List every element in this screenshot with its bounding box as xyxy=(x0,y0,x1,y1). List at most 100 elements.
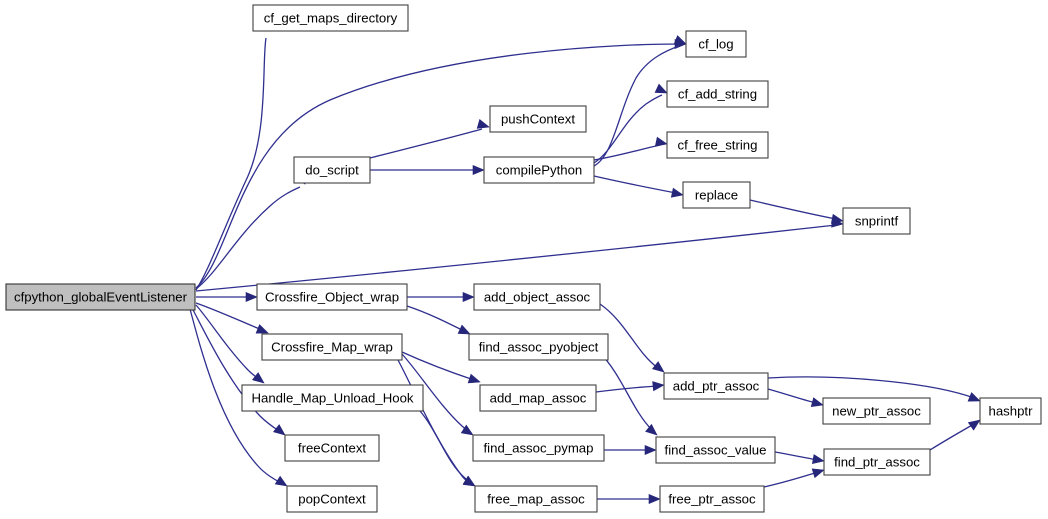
node-box[interactable] xyxy=(979,397,1042,425)
edge-line xyxy=(189,308,282,484)
edge-line xyxy=(195,302,263,331)
node-findassocpyobj[interactable]: find_assoc_pyobject xyxy=(468,333,609,361)
arrow-head-icon xyxy=(245,291,258,303)
edge-line xyxy=(929,423,975,451)
node-freemapassoc[interactable]: free_map_assoc xyxy=(474,485,598,513)
node-addobjassoc[interactable]: add_object_assoc xyxy=(473,283,601,311)
node-compilepython[interactable]: compilePython xyxy=(483,156,595,184)
arrow-head-icon xyxy=(673,35,687,45)
node-box[interactable] xyxy=(286,485,378,513)
node-handlemapunload[interactable]: Handle_Map_Unload_Hook xyxy=(241,384,424,412)
edge-line xyxy=(774,451,819,461)
edge-doscript-to-pushcontext xyxy=(369,119,490,159)
edge-line xyxy=(767,388,817,404)
arrow-head-icon xyxy=(811,468,825,479)
edge-line xyxy=(195,43,681,289)
node-snprintf[interactable]: snprintf xyxy=(842,207,911,235)
edge-root-to-crossmapwrap xyxy=(195,302,269,334)
edge-line xyxy=(593,45,680,167)
node-freeptrassoc[interactable]: free_ptr_assoc xyxy=(659,485,765,513)
edge-addobjassoc-to-addptrassoc xyxy=(599,303,665,373)
node-box[interactable] xyxy=(241,384,424,412)
node-box[interactable] xyxy=(822,397,931,425)
node-replace[interactable]: replace xyxy=(682,181,751,209)
node-pushcontext[interactable]: pushContext xyxy=(489,105,587,133)
edge-freeptrassoc-to-findptrassoc xyxy=(763,468,825,488)
node-box[interactable] xyxy=(685,30,747,58)
node-cfgetmaps[interactable]: cf_get_maps_directory xyxy=(252,4,409,32)
node-box[interactable] xyxy=(842,207,911,235)
node-doscript[interactable]: do_script xyxy=(293,156,371,184)
node-freecontext[interactable]: freeContext xyxy=(284,434,380,462)
edge-root-to-popcontext xyxy=(189,308,288,487)
edge-line xyxy=(593,175,677,194)
node-findptrassoc[interactable]: find_ptr_assoc xyxy=(823,448,931,476)
node-findassocvalue[interactable]: find_assoc_value xyxy=(655,436,776,464)
node-box[interactable] xyxy=(256,283,408,311)
node-box[interactable] xyxy=(261,333,403,361)
arrow-head-icon xyxy=(472,164,485,176)
edge-findassocpymap-to-findassocvalue xyxy=(604,444,657,456)
node-box[interactable] xyxy=(489,105,587,133)
arrow-head-icon xyxy=(811,454,825,465)
node-box[interactable] xyxy=(468,333,609,361)
edge-line xyxy=(763,471,819,488)
edge-handlemapunload-to-freemapassoc xyxy=(419,410,476,487)
edge-addmapassoc-to-addptrassoc xyxy=(595,381,665,393)
node-addptrassoc[interactable]: add_ptr_assoc xyxy=(663,372,769,400)
edge-line xyxy=(195,186,301,290)
edges-layer xyxy=(189,19,981,505)
node-box[interactable] xyxy=(823,448,931,476)
node-box[interactable] xyxy=(483,156,595,184)
arrow-head-icon xyxy=(462,291,475,303)
arrow-head-icon xyxy=(457,324,471,335)
node-box[interactable] xyxy=(479,384,597,412)
node-box[interactable] xyxy=(682,181,751,209)
node-crossobjwrap[interactable]: Crossfire_Object_wrap xyxy=(256,283,408,311)
node-hashptr[interactable]: hashptr xyxy=(979,397,1042,425)
node-crossmapwrap[interactable]: Crossfire_Map_wrap xyxy=(261,333,403,361)
edge-root-to-doscript xyxy=(195,172,306,290)
edge-crossobjwrap-to-addobjassoc xyxy=(407,291,475,303)
edge-line xyxy=(599,352,653,431)
edge-freemapassoc-to-freeptrassoc xyxy=(597,493,661,505)
node-box[interactable] xyxy=(474,485,598,513)
node-box[interactable] xyxy=(666,80,769,108)
arrow-head-icon xyxy=(644,444,657,456)
arrow-head-icon xyxy=(251,372,265,384)
edge-findptrassoc-to-hashptr xyxy=(929,419,981,451)
arrow-head-icon xyxy=(476,119,490,129)
arrow-head-icon xyxy=(648,493,661,505)
node-box[interactable] xyxy=(293,156,371,184)
node-box[interactable] xyxy=(5,283,196,311)
node-box[interactable] xyxy=(472,434,605,462)
node-box[interactable] xyxy=(663,372,769,400)
node-box[interactable] xyxy=(284,434,380,462)
node-box[interactable] xyxy=(659,485,765,513)
edge-root-to-snprintf xyxy=(195,217,844,292)
edge-replace-to-snprintf xyxy=(749,199,844,224)
arrow-head-icon xyxy=(810,397,824,407)
node-addmapassoc[interactable]: add_map_assoc xyxy=(479,384,597,412)
node-newptrassoc[interactable]: new_ptr_assoc xyxy=(822,397,931,425)
arrow-head-icon xyxy=(670,187,684,198)
edge-line xyxy=(419,410,473,485)
node-cfaddstring[interactable]: cf_add_string xyxy=(666,80,769,108)
edge-line xyxy=(406,305,465,332)
node-cffreestring[interactable]: cf_free_string xyxy=(666,131,769,159)
node-popcontext[interactable]: popContext xyxy=(286,485,378,513)
arrow-head-icon xyxy=(462,475,476,487)
node-box[interactable] xyxy=(473,283,601,311)
node-box[interactable] xyxy=(252,4,409,32)
edge-root-to-freecontext xyxy=(191,307,286,436)
node-findassocpymap[interactable]: find_assoc_pymap xyxy=(472,434,605,462)
edge-crossobjwrap-to-findassocpyobj xyxy=(406,305,471,335)
node-root[interactable]: cfpython_globalEventListener xyxy=(5,283,196,311)
edge-compilepython-to-cfaddstring xyxy=(593,83,668,164)
node-cflog[interactable]: cf_log xyxy=(685,30,747,58)
edge-compilepython-to-cffreestring xyxy=(593,136,668,161)
edge-root-to-handlemapunload xyxy=(195,304,265,384)
node-box[interactable] xyxy=(666,131,769,159)
node-box[interactable] xyxy=(655,436,776,464)
